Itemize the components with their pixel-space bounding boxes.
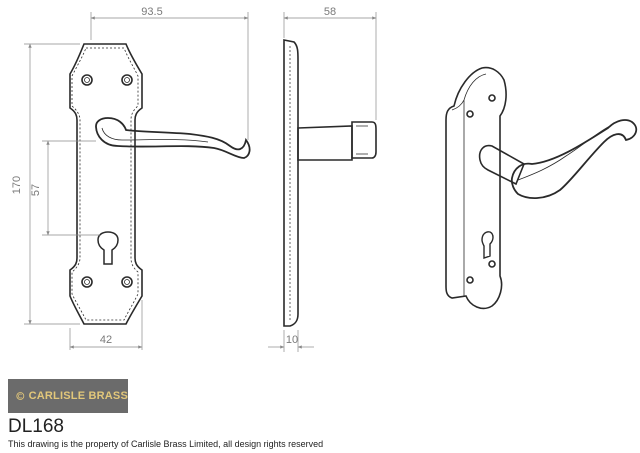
iso-backplate-outline	[445, 66, 507, 310]
screw-hole-top-right	[121, 74, 133, 86]
screw-hole-top-left	[81, 74, 93, 86]
iso-keyhole	[481, 231, 494, 259]
front-dimensions	[24, 12, 249, 350]
iso-screw-top-left	[466, 110, 474, 118]
side-dimensions	[268, 12, 377, 352]
iso-lever-handle	[510, 119, 638, 199]
front-view	[69, 43, 251, 325]
side-lever-grip	[351, 121, 377, 159]
iso-lever-neck	[478, 144, 526, 186]
dimension-width-front: 93.5	[141, 6, 162, 18]
dimension-height-centres: 57	[30, 184, 42, 196]
copyright-notice: This drawing is the property of Carlisle…	[8, 439, 324, 449]
dimension-width-plate: 42	[100, 334, 112, 346]
screw-hole-bottom-left	[81, 276, 93, 288]
dimension-depth-plate: 10	[286, 334, 298, 346]
front-backplate-outline	[69, 43, 143, 325]
side-view	[283, 39, 377, 327]
brand-logo-block: CARLISLE BRASS	[8, 379, 128, 413]
front-keyhole	[97, 231, 119, 265]
dimension-width-side: 58	[324, 6, 336, 18]
front-lever-handle	[95, 117, 251, 159]
carlisle-c-logo-icon	[16, 392, 25, 400]
brand-name: CARLISLE BRASS	[28, 390, 128, 402]
screw-hole-bottom-right	[121, 276, 133, 288]
iso-screw-bottom-left	[466, 276, 474, 284]
iso-screw-top-right	[488, 94, 496, 102]
product-code: DL168	[8, 416, 64, 437]
iso-screw-bottom-right	[488, 260, 496, 268]
side-backplate	[283, 39, 299, 327]
front-backplate-inner-line	[71, 47, 139, 321]
isometric-view	[445, 66, 638, 310]
dimension-height-total: 170	[11, 176, 23, 194]
side-lever-neck	[297, 125, 353, 161]
